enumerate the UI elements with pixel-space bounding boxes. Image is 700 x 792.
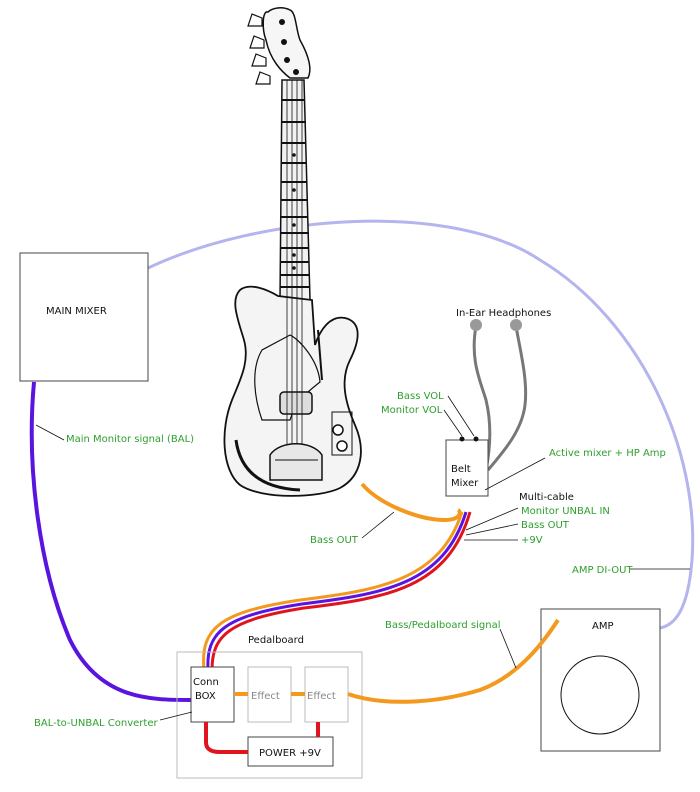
multi-cable-orange bbox=[202, 511, 464, 671]
bass-pedalboard-cable bbox=[347, 618, 560, 704]
effect-2-label: Effect bbox=[307, 691, 336, 702]
bass-out-cable bbox=[360, 482, 462, 523]
main-monitor-cable bbox=[29, 381, 193, 702]
plus9v-label: +9V bbox=[521, 535, 543, 546]
bal-unbal-label: BAL-to-UNBAL Converter bbox=[34, 718, 158, 729]
amp-di-cable bbox=[147, 219, 695, 630]
bass-guitar-icon bbox=[223, 7, 362, 497]
power-label: POWER +9V bbox=[259, 748, 321, 759]
bass-out-label: Bass OUT bbox=[310, 535, 359, 546]
main-mixer-label: MAIN MIXER bbox=[46, 306, 107, 317]
multi-cable-purple bbox=[206, 511, 468, 671]
monitor-vol-label: Monitor VOL bbox=[381, 405, 443, 416]
monitor-unbal-label: Monitor UNBAL IN bbox=[521, 506, 610, 517]
active-mixer-label: Active mixer + HP Amp bbox=[549, 448, 666, 459]
in-ear-label: In-Ear Headphones bbox=[456, 308, 551, 319]
conn-box bbox=[190, 666, 235, 723]
amp-label: AMP bbox=[592, 621, 614, 632]
multi-cable-label: Multi-cable bbox=[519, 492, 574, 503]
bass-vol-knob-icon bbox=[459, 436, 465, 442]
pedalboard-box bbox=[176, 651, 363, 779]
amp-di-label: AMP DI-OUT bbox=[572, 565, 633, 576]
power-cable bbox=[204, 722, 248, 754]
main-monitor-label: Main Monitor signal (BAL) bbox=[66, 434, 194, 445]
power-box bbox=[247, 736, 334, 767]
belt-mixer-label-1: Belt bbox=[451, 464, 471, 475]
in-ear-headphones-icon bbox=[470, 319, 528, 471]
effect-1-label: Effect bbox=[251, 691, 280, 702]
speaker-cone-icon bbox=[560, 655, 640, 735]
belt-mixer-label-2: Mixer bbox=[451, 478, 479, 489]
effect-2-box bbox=[304, 666, 349, 723]
monitor-vol-knob-icon bbox=[473, 436, 479, 442]
conn-box-label-1: Conn bbox=[193, 677, 219, 688]
main-mixer-box bbox=[19, 252, 149, 382]
belt-mixer-box bbox=[445, 439, 489, 497]
pedalboard-label: Pedalboard bbox=[248, 635, 304, 646]
bass-out-mc-label: Bass OUT bbox=[521, 520, 570, 531]
conn-box-label-2: BOX bbox=[195, 691, 216, 702]
bass-vol-label: Bass VOL bbox=[397, 391, 444, 402]
bass-pedal-label: Bass/Pedalboard signal bbox=[385, 620, 501, 631]
multi-cable-red bbox=[210, 511, 472, 671]
